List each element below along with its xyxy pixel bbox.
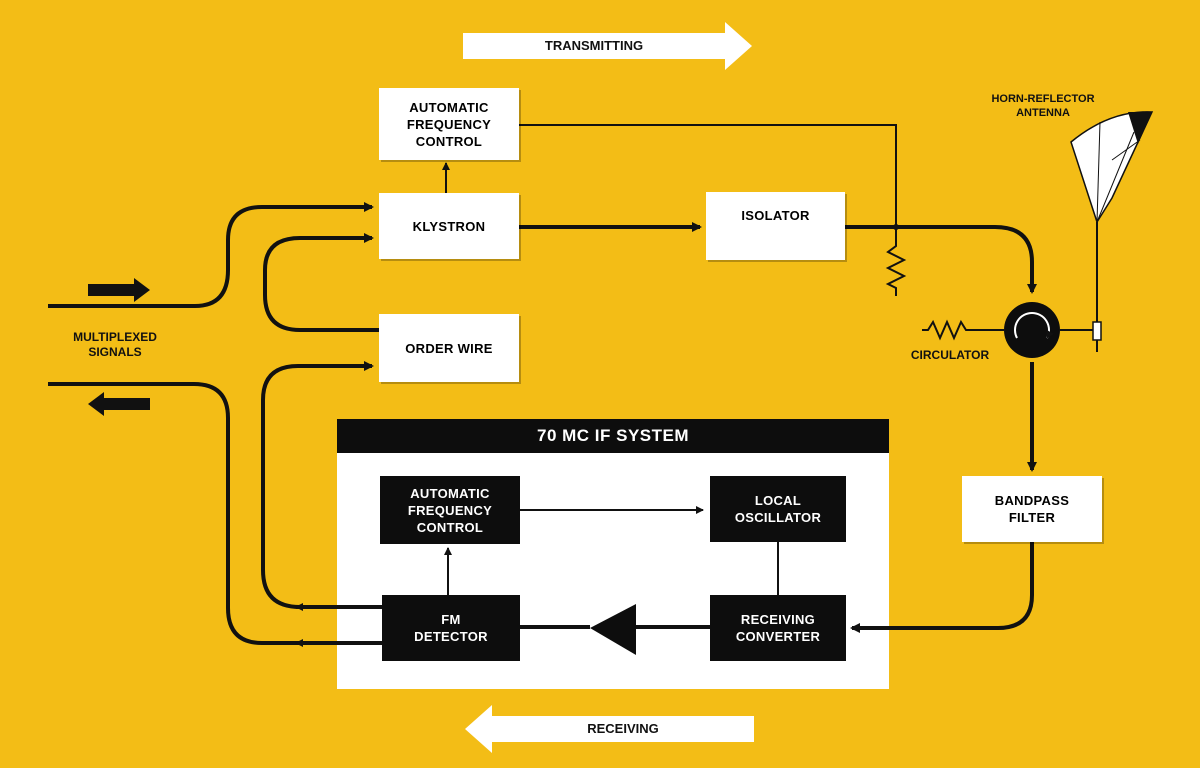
circulator xyxy=(1004,302,1060,358)
transmitting-label: TRANSMITTING xyxy=(544,38,644,53)
receiving-converter-block: RECEIVING CONVERTER xyxy=(710,595,846,661)
multiplexed-signals-label: MULTIPLEXED SIGNALS xyxy=(73,330,157,359)
if-afc-block: AUTOMATIC FREQUENCY CONTROL xyxy=(380,476,520,544)
wire-fm-to-output xyxy=(48,382,382,645)
wire-fm-to-orderwire xyxy=(261,361,382,609)
if-system-title: 70 MC IF SYSTEM xyxy=(337,419,889,453)
horn-reflector-antenna xyxy=(1070,111,1154,224)
isolator-block: ISOLATOR xyxy=(706,192,845,260)
transmitting-arrow-shape xyxy=(463,22,752,70)
wire-bandpass-to-converter xyxy=(850,542,1034,633)
wire-orderwire-to-klystron xyxy=(263,233,380,332)
receiving-arrow-shape xyxy=(465,705,754,753)
if-amplifier xyxy=(590,604,636,655)
wire-input-to-klystron xyxy=(48,202,374,308)
order-wire-block: ORDER WIRE xyxy=(379,314,519,382)
wire-afc-to-coupler xyxy=(519,124,897,226)
fm-detector-block: FM DETECTOR xyxy=(382,595,520,661)
klystron-block: KLYSTRON xyxy=(379,193,519,259)
horn-reflector-antenna-label: HORN-REFLECTOR ANTENNA xyxy=(991,93,1095,119)
receiving-label: RECEIVING xyxy=(587,721,659,736)
afc-top-block: AUTOMATIC FREQUENCY CONTROL xyxy=(379,88,519,160)
output-direction-arrow xyxy=(88,392,150,416)
circulator-load xyxy=(922,319,1004,341)
input-direction-arrow xyxy=(88,278,150,302)
bandpass-filter-block: BANDPASS FILTER xyxy=(962,476,1102,542)
circulator-label: CIRCULATOR xyxy=(910,348,990,362)
wire-isolator-to-circulator xyxy=(845,225,1037,294)
termination-resistor xyxy=(885,227,907,296)
local-oscillator-block: LOCAL OSCILLATOR xyxy=(710,476,846,542)
